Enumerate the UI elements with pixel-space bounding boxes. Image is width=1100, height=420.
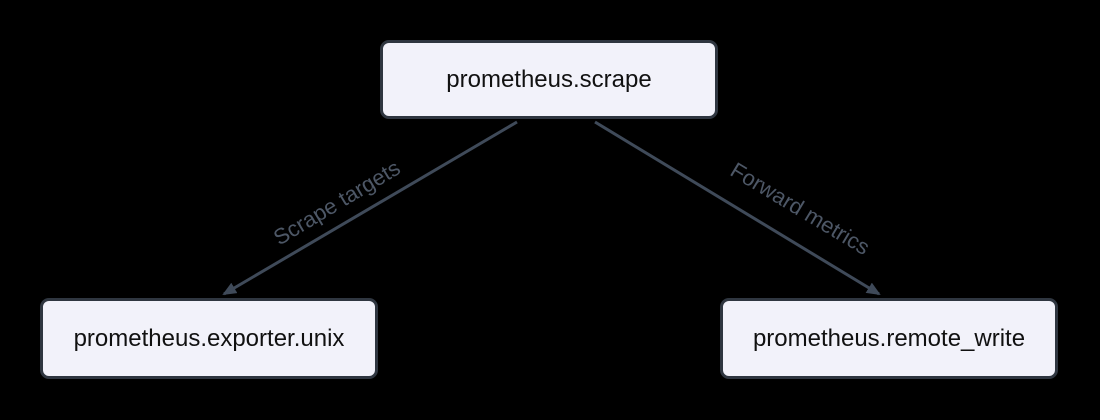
- edge-scrape-to-remote-write: [594, 120, 881, 296]
- node-prometheus-scrape: prometheus.scrape: [380, 40, 718, 119]
- node-label: prometheus.scrape: [446, 65, 652, 93]
- node-prometheus-exporter-unix: prometheus.exporter.unix: [40, 298, 378, 379]
- node-label: prometheus.remote_write: [752, 324, 1026, 352]
- node-label: prometheus.exporter.unix: [73, 324, 345, 352]
- node-prometheus-remote-write: prometheus.remote_write: [720, 298, 1058, 379]
- edge-scrape-to-exporter: [222, 120, 518, 296]
